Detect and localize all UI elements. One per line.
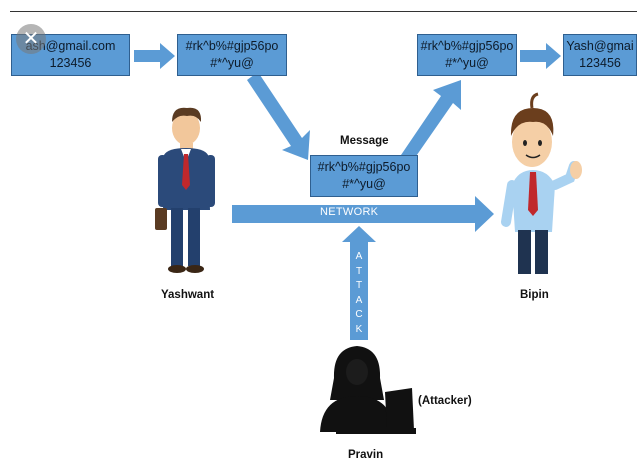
encrypted1-line1: #rk^b%#gjp56po bbox=[185, 39, 279, 53]
encrypted2-line2: #*^yu@ bbox=[445, 56, 489, 70]
encrypted-box-sender: #rk^b%#gjp56po #*^yu@ bbox=[177, 34, 287, 76]
message-line1: #rk^b%#gjp56po bbox=[317, 160, 411, 174]
attack-letter: K bbox=[355, 323, 363, 335]
input-line2: 123456 bbox=[49, 56, 92, 70]
attack-arrow bbox=[342, 226, 376, 340]
attack-label: A T T A C K bbox=[352, 250, 366, 337]
top-divider bbox=[10, 11, 637, 12]
sender-name: Yashwant bbox=[161, 289, 215, 301]
plaintext-output-box: Yash@gmai 123456 bbox=[563, 34, 637, 76]
sender-figure bbox=[155, 107, 215, 273]
attacker-figure bbox=[320, 346, 416, 434]
arrow-encrypted-to-message bbox=[247, 72, 310, 160]
attack-letter: T bbox=[355, 280, 363, 291]
attack-letter: T bbox=[355, 265, 363, 277]
network-label: NETWORK bbox=[320, 206, 379, 218]
attack-letter: C bbox=[355, 309, 363, 320]
receiver-name: Bipin bbox=[520, 289, 549, 301]
attacker-role-label: (Attacker) bbox=[418, 395, 472, 407]
encrypted2-line1: #rk^b%#gjp56po bbox=[420, 39, 514, 53]
message-box: #rk^b%#gjp56po #*^yu@ bbox=[310, 155, 418, 197]
arrow-encrypted-to-output bbox=[520, 43, 561, 69]
arrow-input-to-encrypted bbox=[134, 43, 175, 69]
receiver-figure bbox=[501, 92, 582, 274]
encrypted-box-receiver: #rk^b%#gjp56po #*^yu@ bbox=[417, 34, 517, 76]
close-icon[interactable]: ✕ bbox=[16, 24, 46, 54]
attacker-name: Pravin bbox=[348, 449, 384, 461]
attack-letter: A bbox=[355, 294, 363, 306]
input-line1: ash@gmail.com bbox=[25, 39, 116, 53]
network-arrow bbox=[232, 196, 494, 232]
message-label: Message bbox=[340, 135, 389, 147]
output-line2: 123456 bbox=[579, 56, 621, 70]
arrow-message-to-encrypted bbox=[401, 80, 461, 162]
encrypted1-line2: #*^yu@ bbox=[210, 56, 254, 70]
message-line2: #*^yu@ bbox=[342, 177, 386, 191]
output-line1: Yash@gmai bbox=[566, 39, 634, 53]
attack-letter: A bbox=[355, 251, 363, 262]
